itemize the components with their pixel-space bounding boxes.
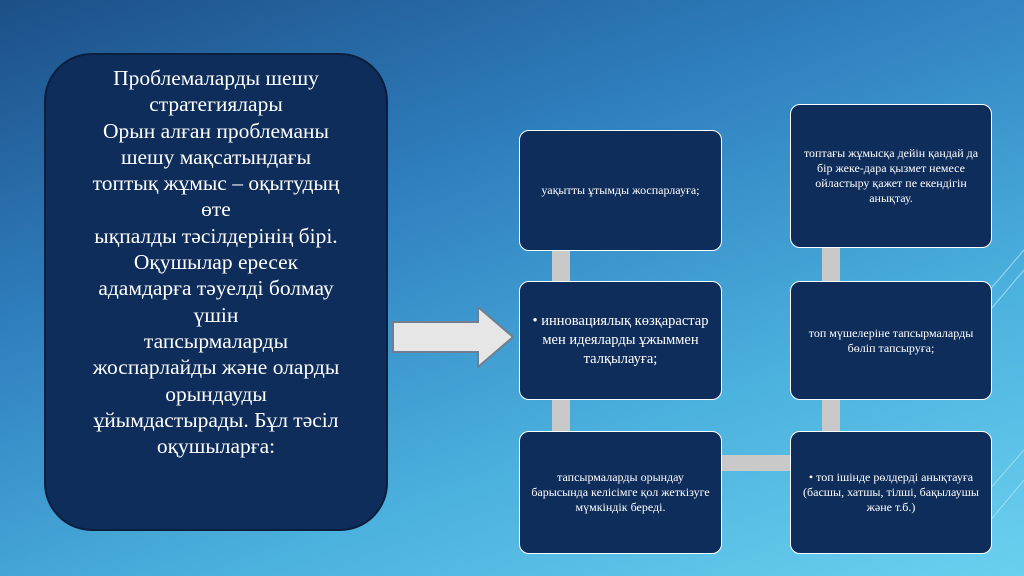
node-right-bottom-text: • топ ішінде рөлдерді анықтауға (басшы, … [803,470,979,514]
node-right-middle-text: топ мүшелеріне тапсырмаларды бөліп тапсы… [808,325,974,355]
main-text-line: өте [201,197,231,222]
connector-right-top [822,247,840,282]
main-text-box: Проблемаларды шешу стратегиялары Орын ал… [44,53,388,531]
node-right-top: топтағы жұмысқа дейін қандай да бір жеке… [790,104,992,248]
main-text-line: Проблемаларды шешу [113,66,319,90]
connector-right-bottom [822,399,840,432]
node-right-top-text: топтағы жұмысқа дейін қандай да бір жеке… [803,146,979,205]
right-arrow-icon [392,306,514,368]
main-text-line: шешу мақсатындағы [120,144,312,169]
connector-left-top [552,250,570,282]
node-right-bottom: • топ ішінде рөлдерді анықтауға (басшы, … [790,431,992,554]
connector-left-bottom [552,399,570,432]
main-text-line: тапсырмаларды [143,328,289,353]
main-text-line: адамдарға тәуелді болмау [98,276,334,301]
main-text-line: ықпалды тәсілдерінің бірі. [94,223,338,248]
node-left-top: уақытты ұтымды жоспарлауға; [519,130,722,251]
node-left-bottom-text: тапсырмаларды орындау барысында келісімг… [531,470,710,514]
main-text-line: үшін [193,302,239,327]
main-text-line: стратегиялары [149,92,283,117]
main-text-line: ұйымдастырады. Бұл тәсіл [93,407,339,432]
node-left-top-text: уақытты ұтымды жоспарлауға; [541,183,700,197]
node-left-middle-text: • инновациялық көзқарастар мен идеяларды… [532,313,709,367]
main-text-line: Орын алған проблеманы [103,118,329,143]
main-text-line: топтық жұмыс – оқытудың [92,171,340,196]
node-left-middle: • инновациялық көзқарастар мен идеяларды… [519,281,722,400]
main-text-line: жоспарлайды және оларды [92,355,340,380]
node-right-middle: топ мүшелеріне тапсырмаларды бөліп тапсы… [790,281,992,400]
main-text-line: Оқушылар ересек [133,250,299,275]
connector-bottom-horizontal [722,455,791,471]
main-text-line: оқушыларға: [156,434,276,459]
main-text-line: орындауды [165,381,267,406]
node-left-bottom: тапсырмаларды орындау барысында келісімг… [519,431,722,554]
